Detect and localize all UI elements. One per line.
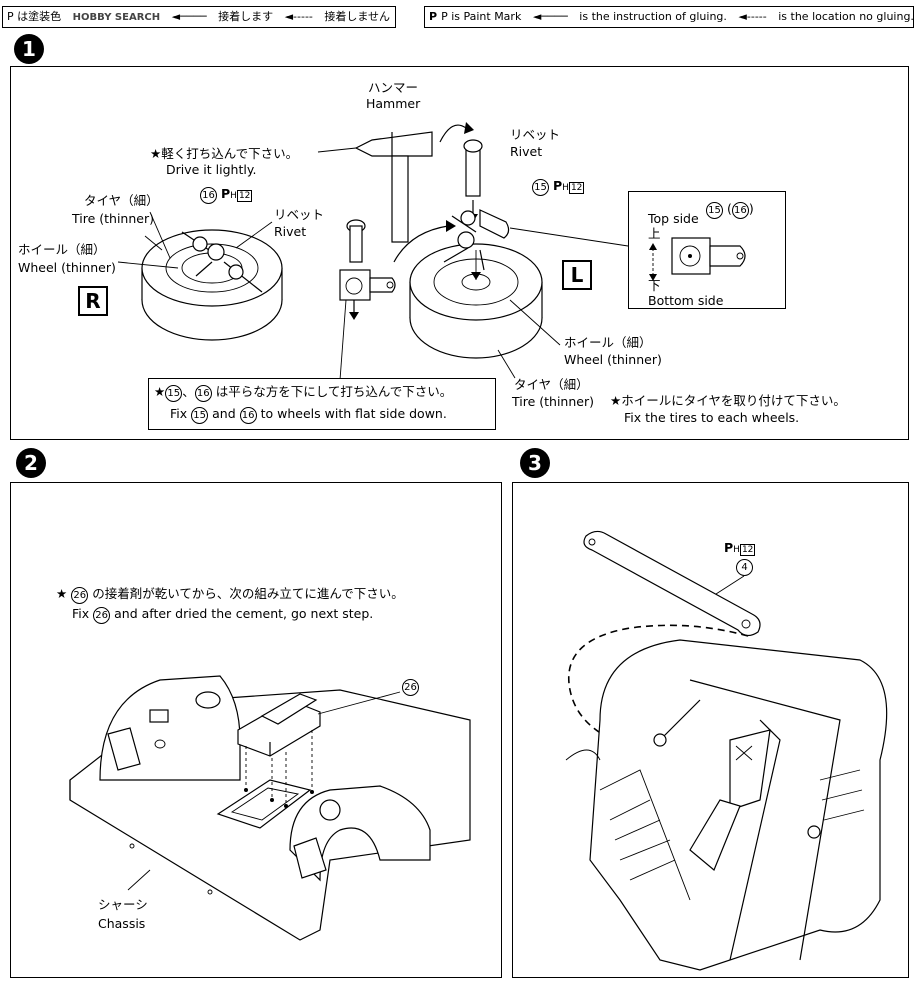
chassis-label-en: Chassis: [98, 916, 146, 931]
cement-en-part-26: 26: [93, 607, 111, 624]
noglue-arrow-icon: ◄-----: [284, 10, 313, 23]
chassis-label-jp: シャーシ: [98, 897, 148, 912]
part-16-number: 16: [200, 187, 217, 204]
glue-arrow-icon-en: ◄────: [532, 10, 568, 23]
drive-label-en: Drive it lightly.: [166, 162, 257, 177]
top-jp-label: 上: [648, 226, 661, 241]
legend-jp-noglue: 接着しません: [324, 10, 391, 23]
legend-en-paint: P is Paint Mark: [441, 10, 522, 23]
drive-label-jp: ★軽く打ち込んで下さい。: [150, 146, 299, 161]
noglue-arrow-icon-en: ◄-----: [738, 10, 767, 23]
rivet-r-label-en: Rivet: [274, 224, 307, 239]
flat-side-note: [148, 378, 496, 430]
paint-mark-icon-16: P: [220, 186, 231, 201]
paint-mark-icon-15: P: [552, 178, 563, 193]
legend-jp-paint: P は塗装色: [7, 10, 62, 23]
wheel-l-label-en: Wheel (thinner): [564, 352, 662, 367]
part-4-label: 4: [736, 558, 753, 576]
cement-part-26: 26: [71, 587, 89, 604]
hammer-drawing: [354, 122, 474, 243]
step-2-badge: 2: [16, 448, 46, 478]
flat-en-rest: to wheels with flat side down.: [260, 406, 447, 421]
flat-part-15: 15: [165, 385, 183, 402]
rivet-top-label-en: Rivet: [510, 144, 543, 159]
paint-code-4: 12: [739, 544, 756, 556]
side-detail-box: [628, 191, 786, 309]
cement-note-jp: ★ 26 の接着剤が乾いてから、次の組み立てに進んで下さい。: [56, 586, 404, 604]
cement-note-en: Fix 26 and after dried the cement, go ne…: [72, 606, 373, 624]
part-4-number: 4: [736, 559, 753, 576]
paint-mark-icon: P: [429, 10, 438, 23]
rivet-r-label-jp: リベット: [274, 207, 325, 222]
wheel-l-label-jp: ホイール（細）: [564, 335, 652, 350]
cement-en-fix: Fix: [72, 606, 90, 621]
rivet-top-label-jp: リベット: [510, 127, 561, 142]
legend-jp-glue: 接着します: [218, 10, 274, 23]
wheel-l-drawing: [393, 209, 543, 359]
flat-note-en: Fix 15 and 16 to wheels with flat side d…: [170, 406, 447, 424]
fix-tires-en: Fix the tires to each wheels.: [624, 410, 800, 425]
tire-r-label-en: Tire (thinner): [72, 211, 154, 226]
flat-part-16: 16: [194, 385, 212, 402]
tire-r-label-jp: タイヤ（細）: [84, 193, 159, 208]
side-detail-parts: 15 (16): [706, 201, 754, 219]
flat-en-part-16: 16: [239, 407, 257, 424]
part-26-label: 26: [402, 678, 419, 696]
top-side-label: Top side: [648, 211, 699, 226]
step-3-badge: 3: [520, 448, 550, 478]
wheel-r-drawing: [141, 229, 283, 341]
bottom-side-label: Bottom side: [648, 293, 724, 308]
side-l-label: L: [562, 260, 592, 290]
part-26-number: 26: [402, 679, 419, 696]
paint-mark-icon-4: P: [724, 540, 734, 555]
hammer-label-en: Hammer: [366, 96, 421, 111]
step-2-panel: [10, 482, 502, 978]
detail-part-15: 15: [706, 202, 723, 219]
rivet-middle-drawing: [339, 219, 396, 381]
flat-note-jp-text: は平らな方を下にして打ち込んで下さい。: [215, 384, 453, 399]
paint-code-16: 12: [236, 190, 253, 202]
tire-l-label-en: Tire (thinner): [512, 394, 594, 409]
side-r-label: R: [78, 286, 108, 316]
fix-tires-jp: ★ホイールにタイヤを取り付けて下さい。: [610, 393, 846, 408]
legend-en-glue: is the instruction of gluing.: [579, 10, 727, 23]
flat-en-and: and: [212, 406, 236, 421]
hammer-label-jp: ハンマー: [368, 80, 419, 95]
legend-en-noglue: is the location no gluing.: [778, 10, 914, 23]
flat-en-fix: Fix: [170, 406, 188, 421]
legend-jp: P は塗装色 HOBBY SEARCH ◄──── 接着します ◄----- 接…: [2, 6, 396, 28]
step-1-badge: 1: [14, 34, 44, 64]
step-1-panel: [10, 66, 909, 440]
side-detail-drawing: [649, 237, 746, 281]
tire-l-label-jp: タイヤ（細）: [514, 377, 589, 392]
step-3-panel: [512, 482, 909, 978]
flat-en-part-15: 15: [191, 407, 209, 424]
glue-arrow-icon: ◄────: [171, 10, 207, 23]
rivet-top-drawing: [463, 139, 483, 222]
watermark: HOBBY SEARCH: [72, 12, 161, 23]
bottom-jp-label: 下: [648, 278, 661, 293]
wheel-r-label-jp: ホイール（細）: [18, 242, 106, 257]
cement-note-jp-text: の接着剤が乾いてから、次の組み立てに進んで下さい。: [92, 586, 404, 601]
cement-en-rest: and after dried the cement, go next step…: [114, 606, 374, 621]
flat-note-jp: ★15、16 は平らな方を下にして打ち込んで下さい。: [154, 384, 452, 402]
part-15-number: 15: [532, 179, 549, 196]
paint-code-15: 12: [568, 182, 585, 194]
wheel-r-label-en: Wheel (thinner): [18, 260, 116, 275]
detail-part-16: 16: [731, 202, 749, 219]
